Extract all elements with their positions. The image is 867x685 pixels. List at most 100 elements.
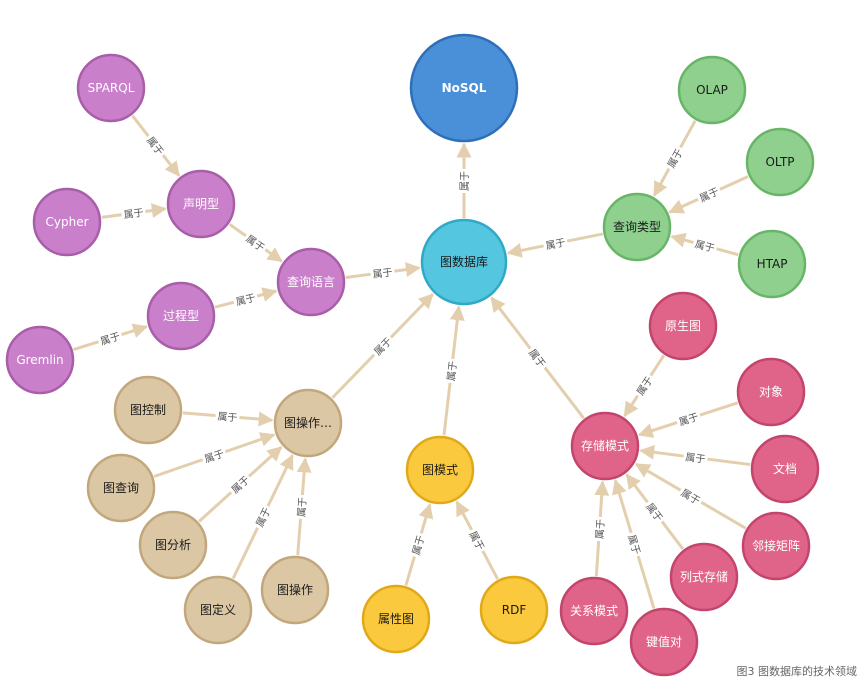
node-graph_query[interactable]: 图查询 [86, 453, 156, 523]
edge-sparql-to-declarative: 属于 [131, 114, 181, 177]
node-circle[interactable] [559, 576, 629, 646]
edge-label-bg [407, 531, 428, 559]
edge-label-bg [369, 264, 396, 282]
edge-label: 属于 [625, 533, 642, 556]
node-declarative[interactable]: 声明型 [166, 169, 236, 239]
edge-label-bg [457, 169, 471, 193]
edge-label: 属于 [410, 534, 427, 557]
node-circle[interactable] [602, 192, 672, 262]
node-graphdb[interactable]: 图数据库 [420, 218, 508, 306]
edge-label: 属于 [296, 497, 310, 518]
edge-label: 属于 [203, 448, 226, 466]
edge-label: 属于 [594, 519, 607, 540]
node-graph_op[interactable]: 图操作 [260, 555, 330, 625]
node-circle[interactable] [736, 357, 806, 427]
node-circle[interactable] [76, 53, 146, 123]
node-circle[interactable] [113, 375, 183, 445]
edge-label-bg [542, 234, 569, 253]
node-circle[interactable] [737, 229, 807, 299]
node-circle[interactable] [750, 434, 820, 504]
node-prop_graph[interactable]: 属性图 [361, 584, 431, 654]
edge-label: 属于 [445, 360, 459, 381]
node-circle[interactable] [273, 388, 343, 458]
edge-label-bg [677, 484, 705, 509]
node-storage[interactable]: 存储模式 [570, 411, 640, 481]
node-query_lang[interactable]: 查询语言 [276, 247, 346, 317]
edge-label-bg [662, 144, 687, 172]
node-native[interactable]: 原生图 [648, 291, 718, 361]
edge-gremlin-to-procedural: 属于 [72, 323, 149, 352]
edge-label-bg [443, 358, 460, 384]
node-cypher[interactable]: Cypher [32, 187, 102, 257]
node-circle[interactable] [745, 127, 815, 197]
node-circle[interactable] [138, 510, 208, 580]
edge-label-bg [682, 449, 709, 467]
edge-label-bg [241, 230, 270, 256]
edge-oltp-to-query_type: 属于 [668, 175, 749, 214]
node-circle[interactable] [166, 169, 236, 239]
node-document[interactable]: 文档 [750, 434, 820, 504]
node-rdf[interactable]: RDF [479, 575, 549, 645]
node-circle[interactable] [32, 187, 102, 257]
node-circle[interactable] [420, 218, 508, 306]
node-nosql[interactable]: NoSQL [409, 33, 519, 143]
edge-graphdb-to-nosql: 属于 [456, 142, 472, 218]
node-circle[interactable] [741, 511, 811, 581]
figure-caption: 图3 图数据库的技术领域 [736, 665, 858, 678]
node-htap[interactable]: HTAP [737, 229, 807, 299]
edge-prop_graph-to-graph_model: 属于 [404, 503, 434, 586]
node-circle[interactable] [146, 281, 216, 351]
edge-kv-to-storage: 属于 [612, 479, 656, 609]
edge-label-bg [142, 131, 169, 160]
node-circle[interactable] [677, 55, 747, 125]
node-column[interactable]: 列式存储 [669, 542, 739, 612]
node-circle[interactable] [361, 584, 431, 654]
node-gremlin[interactable]: Gremlin [5, 325, 75, 395]
node-circle[interactable] [260, 555, 330, 625]
node-circle[interactable] [86, 453, 156, 523]
node-object[interactable]: 对象 [736, 357, 806, 427]
edge-label-bg [691, 235, 719, 256]
node-sparql[interactable]: SPARQL [76, 53, 146, 123]
edge-label: 属于 [545, 237, 567, 253]
edge-graph_model-to-graphdb: 属于 [442, 305, 465, 436]
node-circle[interactable] [570, 411, 640, 481]
edge-document-to-storage: 属于 [639, 444, 751, 467]
node-circle[interactable] [5, 325, 75, 395]
node-graph_def[interactable]: 图定义 [183, 575, 253, 645]
node-relational[interactable]: 关系模式 [559, 576, 629, 646]
node-circle[interactable] [479, 575, 549, 645]
node-kv[interactable]: 键值对 [629, 607, 699, 677]
edge-label-bg [524, 344, 551, 372]
edge-label-bg [624, 530, 645, 558]
edge-label-bg [465, 526, 490, 555]
edge-htap-to-query_type: 属于 [670, 232, 739, 257]
node-query_type[interactable]: 查询类型 [602, 192, 672, 262]
node-circle[interactable] [629, 607, 699, 677]
node-graph_analysis[interactable]: 图分析 [138, 510, 208, 580]
node-circle[interactable] [409, 33, 519, 143]
edge-query_type-to-graphdb: 属于 [506, 232, 603, 258]
edge-label-bg [96, 327, 124, 349]
node-graph_ctrl[interactable]: 图控制 [113, 375, 183, 445]
edge-label-bg [591, 516, 608, 542]
edge-label-bg [214, 408, 241, 425]
node-oltp[interactable]: OLTP [745, 127, 815, 197]
node-circle[interactable] [669, 542, 739, 612]
node-procedural[interactable]: 过程型 [146, 281, 216, 351]
node-graph_ops[interactable]: 图操作… [273, 388, 343, 458]
edge-storage-to-graphdb: 属于 [490, 296, 585, 420]
edge-rdf-to-graph_model: 属于 [455, 500, 499, 580]
edge-label-bg [674, 408, 703, 430]
edge-label: 属于 [217, 411, 238, 425]
node-circle[interactable] [183, 575, 253, 645]
node-adjacency[interactable]: 邻接矩阵 [741, 511, 811, 581]
node-circle[interactable] [405, 435, 475, 505]
node-circle[interactable] [648, 291, 718, 361]
node-circle[interactable] [276, 247, 346, 317]
edge-label-bg [120, 204, 147, 222]
edge-label: 属于 [685, 451, 706, 465]
node-graph_model[interactable]: 图模式 [405, 435, 475, 505]
node-olap[interactable]: OLAP [677, 55, 747, 125]
